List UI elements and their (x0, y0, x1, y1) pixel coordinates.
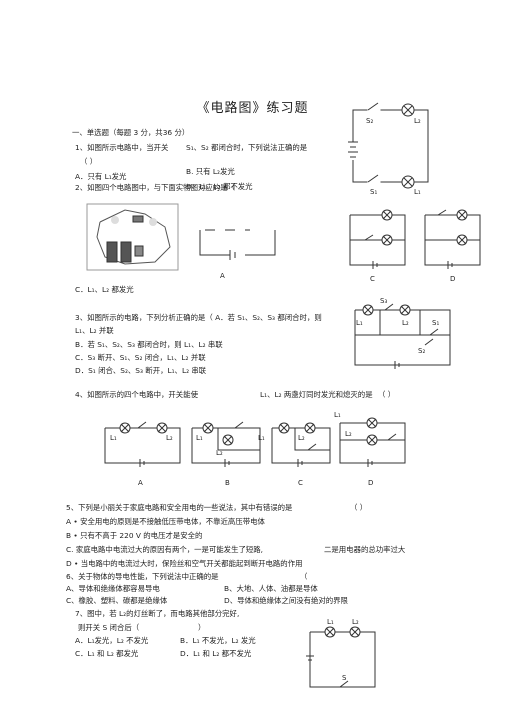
question-3-circuit-diagram: S₃ L₁ L₂ S₁ S₂ (354, 297, 451, 369)
figure-label-c: C (298, 479, 303, 487)
question-5-option-d: D • 当电路中的电流过大时，保险丝和空气开关都能起到断开电路的作用 (66, 559, 303, 568)
question-5-option-b: B • 只有不高于 220 V 的电压才是安全的 (66, 531, 203, 540)
question-7-option-d: D．L₁ 和 L₂ 都不发光 (180, 649, 252, 658)
lamp-icon (119, 422, 131, 434)
lamp-l2-label: L₂ (414, 117, 421, 125)
lamp-l2-label: L₂ (216, 449, 223, 457)
question-3-option-d: D．S₁ 闭合、S₂、S₃ 断开，L₁、L₂ 串联 (75, 366, 207, 375)
question-2-circuit-a: A (199, 229, 276, 280)
question-3-option-c: C．S₃ 断开、S₁、S₂ 闭合，L₁、L₂ 并联 (75, 353, 206, 362)
section-heading: 一、单选题（每题 3 分，共36 分） (72, 128, 190, 137)
lamp-l1-label: L₁ (356, 319, 363, 327)
question-4-circuit-diagrams: L₁ L₂ L₁ L₂ L₁ L₂ L₁ L₂ A B C D (104, 411, 406, 487)
figure-label-b: B (225, 479, 230, 487)
question-7-paren: ） (198, 623, 206, 632)
question-4-stem: 4、如图所示的四个电路中，开关能使 (75, 390, 198, 399)
question-2-physical-circuit-illustration (86, 203, 179, 271)
question-5-option-c: C. 家庭电路中电流过大的原因有两个，一是可能发生了短路, (66, 545, 263, 554)
question-2-option-c: C．L₁、L₂ 都发光 (75, 285, 134, 294)
lamp-icon (401, 103, 415, 117)
question-7-option-a: A．L₁发光，L₂ 不发光 (75, 636, 149, 645)
question-2-stem: 2、如图四个电路图中，与下面实物图对应的是（ (75, 183, 235, 192)
lamp-icon (304, 422, 316, 434)
lamp-l1-label: L₁ (110, 434, 117, 442)
question-1-stem-2: S₁、S₂ 都闭合时，下列说法正确的是 (186, 143, 308, 152)
circuit-c: L₁ L₂ (258, 422, 331, 467)
lamp-icon (324, 626, 336, 638)
question-7-circuit-diagram: L₁ L₂ S (306, 618, 376, 688)
lamp-icon (278, 422, 290, 434)
question-6-option-a: A、导体和绝缘体都容易导电 (66, 584, 160, 593)
lamp-icon (366, 417, 378, 429)
figure-label-d: D (450, 275, 455, 283)
lamp-icon (349, 626, 361, 638)
lamp-icon (381, 234, 393, 246)
lamp-icon (156, 422, 168, 434)
question-6-option-b: B、大地、人体、油都是导体 (224, 584, 318, 593)
figure-label-c: C (370, 275, 375, 283)
question-5-option-a: A • 安全用电的原则是不接触低压带电体，不靠近高压带电体 (66, 517, 265, 526)
lamp-l2-label: L₂ (345, 430, 352, 438)
switch-s2-label: S₂ (418, 347, 425, 355)
question-6-option-d: D、导体和绝缘体之间没有绝对的界限 (224, 596, 348, 605)
question-1-option-b: B. 只有 L₂发光 (186, 167, 235, 176)
switch-s-label: S (342, 674, 347, 682)
question-7-stem: 7、图中，若 L₂的灯丝断了，而电路其他部分完好, (75, 609, 240, 618)
question-3-stem-2: L₁、L₂ 并联 (75, 326, 114, 335)
circuit-d: L₁ L₂ (334, 411, 406, 467)
lamp-l1-label: L₁ (258, 434, 265, 442)
question-6-paren: （ (300, 572, 308, 581)
question-3-stem: 3、如图所示的电路，下列分析正确的是（ A．若 S₁、S₂、S₃ 都闭合时，则 (75, 313, 322, 322)
lamp-icon (202, 422, 214, 434)
lamp-icon (222, 434, 234, 446)
lamp-l1-label: L₁ (414, 188, 421, 196)
question-4-stem-2: L₁、L₂ 两盏灯同时发光和熄灭的是 (260, 390, 373, 399)
question-1-paren: （ ） (80, 157, 98, 166)
lamp-icon (362, 304, 374, 316)
question-5-option-c-2: 二是用电器的总功率过大 (324, 545, 406, 554)
question-6-stem: 6、关于物体的导电性能，下列说法中正确的是 (66, 572, 219, 581)
switch-s1-label: S₁ (432, 319, 439, 327)
figure-label-a: A (220, 272, 225, 280)
question-7-option-c: C．L₁ 和 L₂ 都发光 (75, 649, 139, 658)
lamp-l1-label: L₁ (327, 618, 334, 626)
question-2-circuit-c: C (349, 209, 406, 283)
lamp-l1-label: L₁ (334, 411, 341, 419)
question-1-option-d: D、L₁、L₂ 都不发光 (186, 182, 253, 191)
lamp-icon (366, 434, 378, 446)
question-6-option-c: C、橡胶、塑料、碳都是绝缘体 (66, 596, 168, 605)
lamp-l2-label: L₂ (402, 319, 409, 327)
question-7-stem-2: 则开关 S 闭合后（ (78, 623, 140, 632)
question-1-circuit-diagram: S₂ L₂ S₁ L₁ (348, 102, 429, 196)
lamp-icon (456, 234, 468, 246)
page-title: 《电路图》练习题 (196, 101, 309, 116)
switch-s3-label: S₃ (380, 297, 387, 305)
figure-label-a: A (138, 479, 143, 487)
lamp-l2-label: L₂ (352, 618, 359, 626)
switch-s2-label: S₂ (366, 117, 373, 125)
question-2-circuit-d: D (424, 209, 481, 283)
lamp-icon (401, 175, 415, 189)
lamp-l2-label: L₂ (298, 434, 305, 442)
lamp-icon (399, 304, 411, 316)
lamp-l2-label: L₂ (166, 434, 173, 442)
switch-s1-label: S₁ (370, 188, 377, 196)
lamp-icon (381, 209, 393, 221)
circuit-b: L₁ L₂ (191, 421, 261, 467)
lamp-l1-label: L₁ (196, 434, 203, 442)
question-1-stem: 1、如图所示电路中，当开关 (75, 143, 169, 152)
question-7-option-b: B．L₁ 不发光，L₂ 发光 (180, 636, 256, 645)
question-1-option-a: A．只有 L₁发光 (75, 172, 127, 181)
question-4-paren: （ ） (378, 390, 396, 399)
question-3-option-b: B．若 S₁、S₂、S₃ 都闭合时，则 L₁、L₂ 串联 (75, 340, 223, 349)
question-5-paren: （ ） (350, 503, 368, 512)
question-5-stem: 5、下列是小丽关于家庭电路和安全用电的一些说法，其中有错误的是 (66, 503, 293, 512)
lamp-icon (456, 209, 468, 221)
figure-label-d: D (368, 479, 373, 487)
circuit-a: L₁ L₂ (104, 421, 181, 467)
